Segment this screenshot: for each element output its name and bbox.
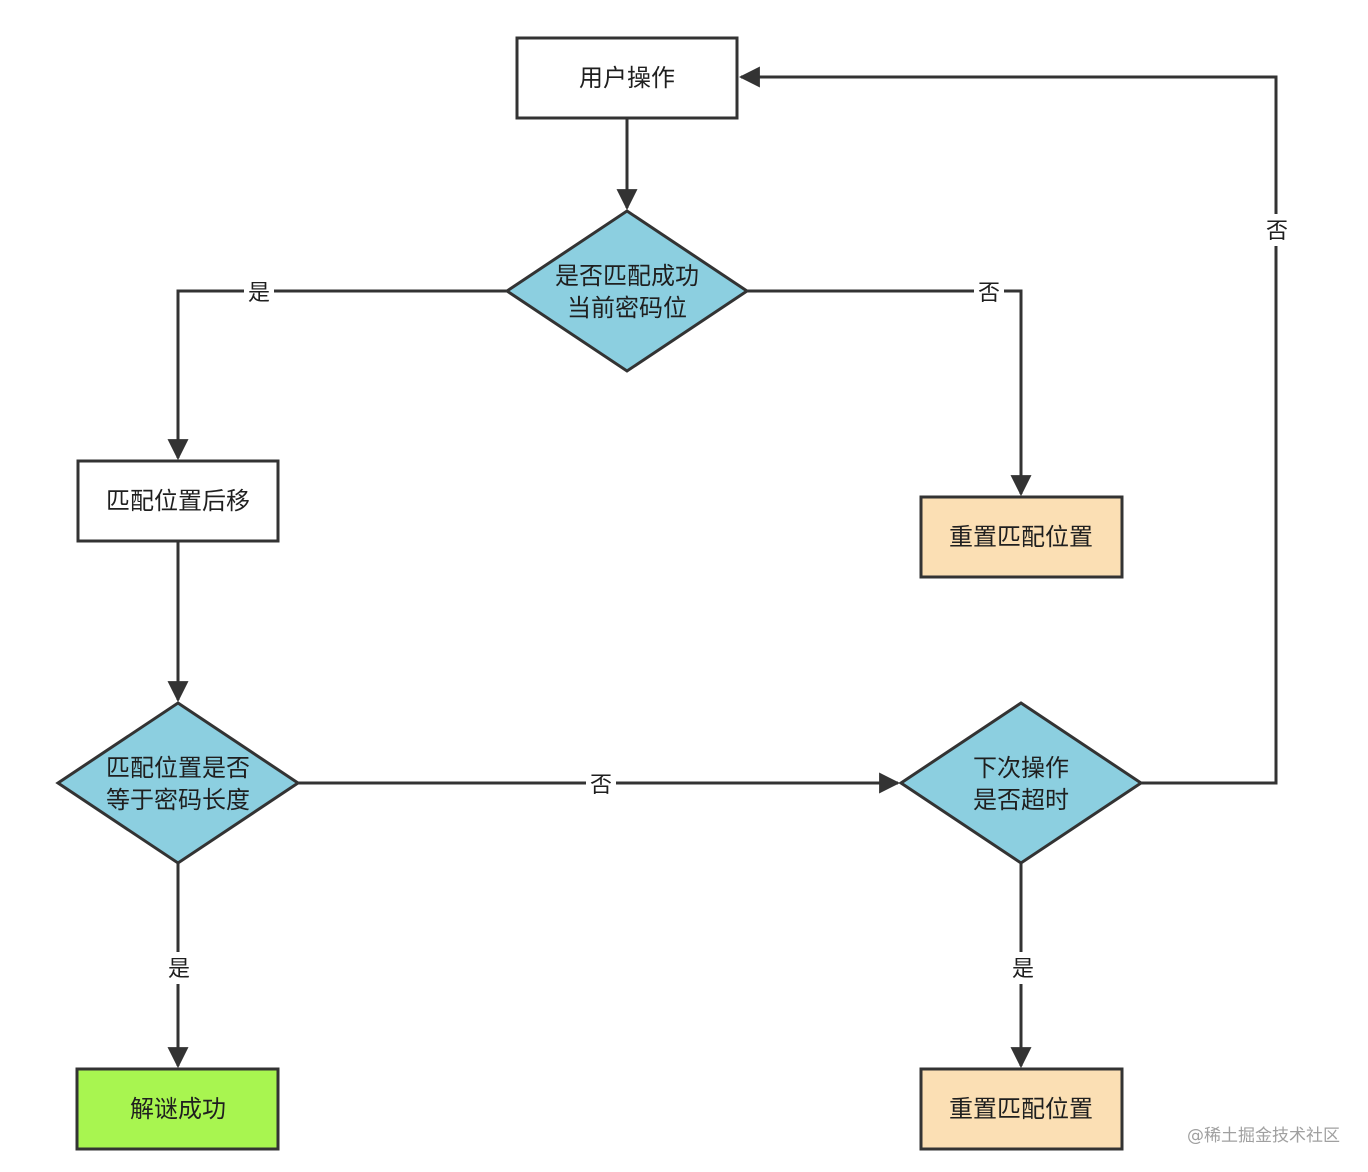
node-solved-label: 解谜成功 xyxy=(130,1095,226,1123)
node-reset-match-2: 重置匹配位置 xyxy=(919,1067,1124,1151)
node-reset-match-1: 重置匹配位置 xyxy=(919,495,1124,579)
node-reset-match-1-label: 重置匹配位置 xyxy=(949,523,1093,551)
node-next-timeout-shape xyxy=(898,701,1144,865)
node-match-current-label-line1: 是否匹配成功 xyxy=(555,262,699,290)
edge-label-match-no: 否 xyxy=(978,281,1000,306)
node-check-length-shape xyxy=(55,701,301,865)
node-user-op: 用户操作 xyxy=(515,36,739,120)
node-match-current: 是否匹配成功 当前密码位 xyxy=(504,209,750,373)
node-next-timeout: 下次操作 是否超时 xyxy=(898,701,1144,865)
node-match-current-shape xyxy=(504,209,750,373)
edge-label-timeout-yes: 是 xyxy=(1012,957,1034,982)
edge-label-timeout-no: 否 xyxy=(1266,219,1288,244)
node-reset-match-2-shape xyxy=(919,1067,1124,1151)
node-reset-match-1-shape xyxy=(919,495,1124,579)
edge-timeout-no-to-user-op xyxy=(738,66,1278,785)
watermark: @稀土掘金技术社区 xyxy=(1187,1126,1340,1146)
edge-label-length-no: 否 xyxy=(590,773,612,798)
node-solved-shape xyxy=(75,1067,280,1151)
node-match-current-label-line2: 当前密码位 xyxy=(567,294,687,322)
edge-label-match-yes: 是 xyxy=(248,281,270,306)
node-move-match: 匹配位置后移 xyxy=(76,459,280,543)
node-check-length: 匹配位置是否 等于密码长度 xyxy=(55,701,301,865)
edge-labels: 是 否 否 是 是 否 xyxy=(164,214,1292,984)
node-check-length-label-line1: 匹配位置是否 xyxy=(106,754,250,782)
edge-match-no-to-reset xyxy=(747,289,1032,497)
edge-label-length-yes: 是 xyxy=(168,957,190,982)
node-user-op-label: 用户操作 xyxy=(579,64,675,92)
node-next-timeout-label-line1: 下次操作 xyxy=(973,754,1069,782)
node-next-timeout-label-line2: 是否超时 xyxy=(973,786,1069,814)
node-user-op-shape xyxy=(515,36,739,120)
edge-match-yes-to-move xyxy=(167,289,507,461)
node-reset-match-2-label: 重置匹配位置 xyxy=(949,1095,1093,1123)
node-check-length-label-line2: 等于密码长度 xyxy=(106,786,250,814)
node-move-match-shape xyxy=(76,459,280,543)
node-move-match-label: 匹配位置后移 xyxy=(106,487,250,515)
node-solved: 解谜成功 xyxy=(75,1067,280,1151)
